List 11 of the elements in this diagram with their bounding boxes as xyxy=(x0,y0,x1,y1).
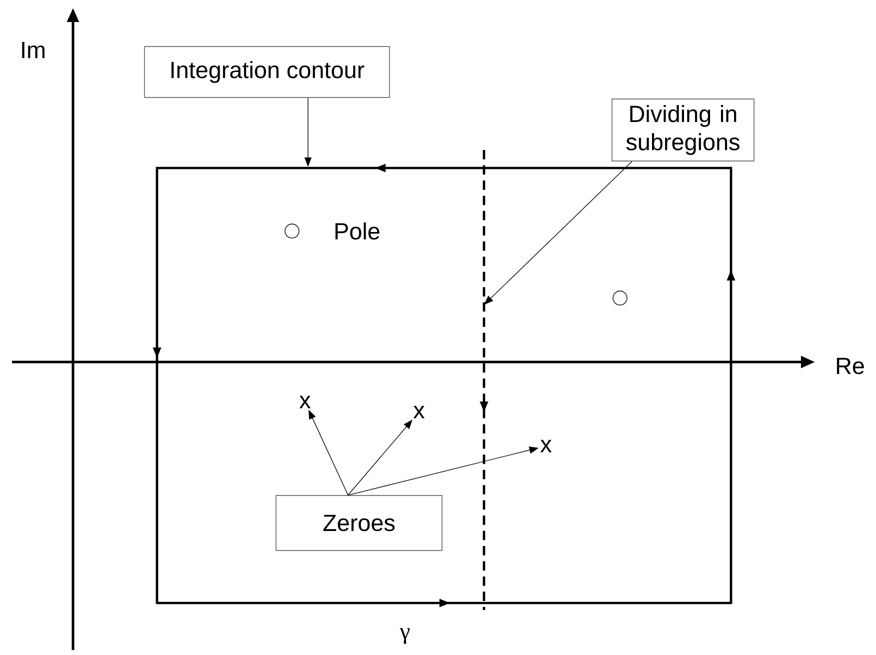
pole-label: Pole xyxy=(336,222,380,240)
axis-label: Im xyxy=(22,42,44,58)
text-box: Integration contour xyxy=(144,46,390,98)
integration-contour xyxy=(156,166,732,604)
axis-label: Re xyxy=(836,358,864,374)
text-box: Zeroes xyxy=(276,495,442,551)
zero-mark: x xyxy=(299,396,311,408)
zero-mark: x xyxy=(413,406,425,418)
contour-label: γ xyxy=(400,628,410,644)
zero-mark: x xyxy=(540,440,552,452)
text-box: Dividing in subregions xyxy=(612,98,754,162)
